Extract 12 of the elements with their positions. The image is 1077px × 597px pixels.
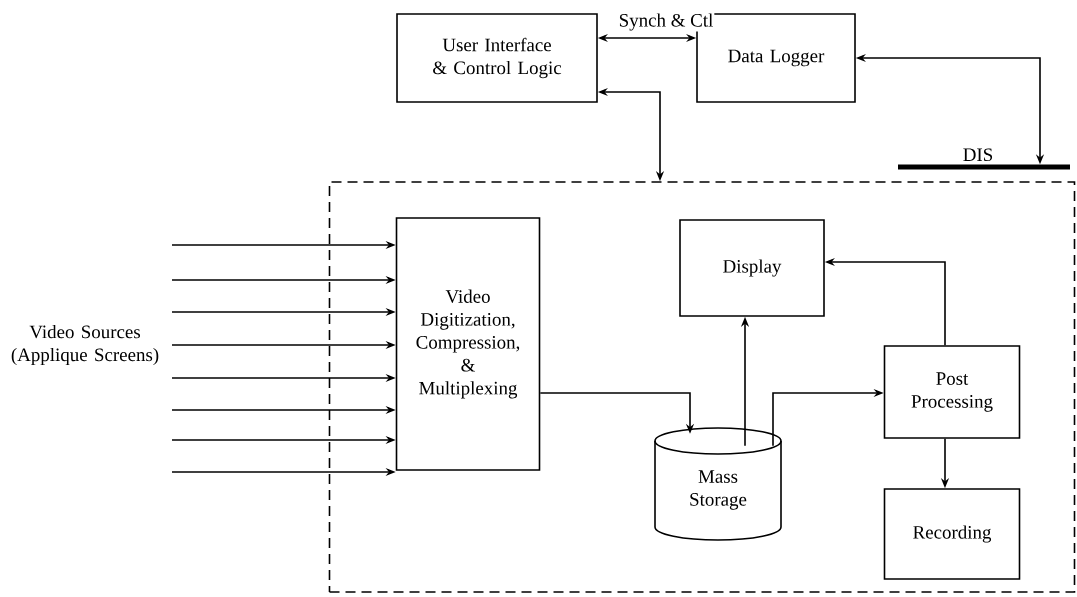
node-label: Mass Storage bbox=[690, 470, 747, 510]
process-box: Video Digitization, Compression, & Multiplexing bbox=[395, 217, 541, 471]
edge-label: Synch & Ctl bbox=[617, 12, 715, 32]
dashed-boundary bbox=[328, 181, 1076, 593]
node-label: DIS bbox=[963, 148, 993, 162]
storage-cylinder: Mass Storage bbox=[654, 427, 782, 541]
display-box: Display bbox=[679, 219, 825, 317]
bus-bar: DIS bbox=[898, 148, 1070, 170]
source-label: Video Sources (Applique Screens) bbox=[11, 324, 159, 366]
process-box: Post Processing bbox=[883, 345, 1021, 439]
output-box: Recording bbox=[883, 488, 1021, 580]
control-box: User Interface & Control Logic bbox=[396, 13, 598, 103]
